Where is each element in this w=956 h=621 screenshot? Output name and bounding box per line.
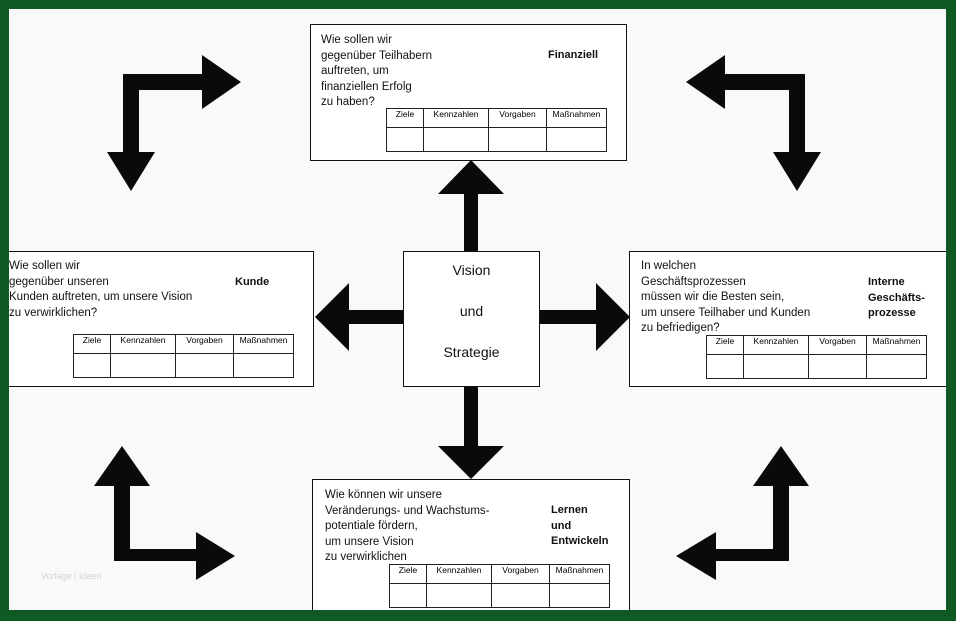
perspective-kunde: Wie sollen wir gegenüber unseren Kunden … bbox=[9, 251, 314, 387]
corner-arrow-top-left bbox=[107, 55, 241, 191]
prozesse-table: Ziele Kennzahlen Vorgaben Maßnahmen bbox=[706, 335, 927, 379]
vision-strategy-box: Vision und Strategie bbox=[403, 251, 540, 387]
prozesse-category: Interne Geschäfts- prozesse bbox=[868, 276, 925, 319]
perspective-lernen: Wie können wir unsere Veränderungs- und … bbox=[312, 479, 630, 610]
watermark: Vorlage | Ideen bbox=[41, 571, 102, 581]
table-header-vorgaben: Vorgaben bbox=[808, 335, 867, 355]
corner-arrow-bottom-right bbox=[676, 446, 809, 580]
table-header-ziele: Ziele bbox=[706, 335, 744, 355]
lernen-category: Lernen und Entwickeln bbox=[551, 504, 609, 547]
table-header-kennzahlen: Kennzahlen bbox=[110, 334, 176, 354]
table-header-massnahmen: Maßnahmen bbox=[549, 564, 610, 584]
center-vision-label: Vision bbox=[452, 262, 491, 278]
table-row bbox=[73, 353, 294, 378]
table-header-vorgaben: Vorgaben bbox=[175, 334, 234, 354]
finanziell-question: Wie sollen wir gegenüber Teilhabern auft… bbox=[321, 34, 433, 108]
center-und-label: und bbox=[459, 303, 484, 319]
arrows-layer bbox=[94, 55, 821, 580]
table-row bbox=[386, 127, 607, 152]
corner-arrow-top-right bbox=[686, 55, 821, 191]
perspective-finanziell: Wie sollen wir gegenüber Teilhabern auft… bbox=[310, 24, 627, 161]
lernen-question: Wie können wir unsere Veränderungs- und … bbox=[325, 489, 490, 563]
prozesse-question: In welchen Geschäftsprozessen müssen wir… bbox=[641, 260, 811, 334]
arrow-right bbox=[540, 283, 630, 351]
table-header-massnahmen: Maßnahmen bbox=[866, 335, 927, 355]
finanziell-table: Ziele Kennzahlen Vorgaben Maßnahmen bbox=[386, 108, 607, 152]
table-header-kennzahlen: Kennzahlen bbox=[426, 564, 492, 584]
finanziell-category: Finanziell bbox=[548, 49, 599, 61]
diagram-canvas: Wie sollen wir gegenüber Teilhabern auft… bbox=[9, 9, 946, 610]
table-header-massnahmen: Maßnahmen bbox=[546, 108, 607, 128]
table-header-vorgaben: Vorgaben bbox=[491, 564, 550, 584]
kunde-category: Kunde bbox=[235, 276, 270, 288]
arrow-left bbox=[315, 283, 403, 351]
table-header-massnahmen: Maßnahmen bbox=[233, 334, 294, 354]
table-header-vorgaben: Vorgaben bbox=[488, 108, 547, 128]
table-row bbox=[706, 354, 927, 379]
corner-arrow-bottom-left bbox=[94, 446, 235, 580]
arrow-down bbox=[438, 387, 504, 479]
table-header-kennzahlen: Kennzahlen bbox=[743, 335, 809, 355]
kunde-table: Ziele Kennzahlen Vorgaben Maßnahmen bbox=[73, 334, 294, 378]
table-header-ziele: Ziele bbox=[386, 108, 424, 128]
lernen-table: Ziele Kennzahlen Vorgaben Maßnahmen bbox=[389, 564, 610, 608]
table-header-kennzahlen: Kennzahlen bbox=[423, 108, 489, 128]
table-row bbox=[389, 583, 610, 608]
table-header-ziele: Ziele bbox=[73, 334, 111, 354]
kunde-question: Wie sollen wir gegenüber unseren Kunden … bbox=[9, 260, 193, 319]
center-strategie-label: Strategie bbox=[443, 344, 500, 360]
arrow-up bbox=[438, 160, 504, 252]
table-header-ziele: Ziele bbox=[389, 564, 427, 584]
perspective-prozesse: In welchen Geschäftsprozessen müssen wir… bbox=[629, 251, 946, 387]
